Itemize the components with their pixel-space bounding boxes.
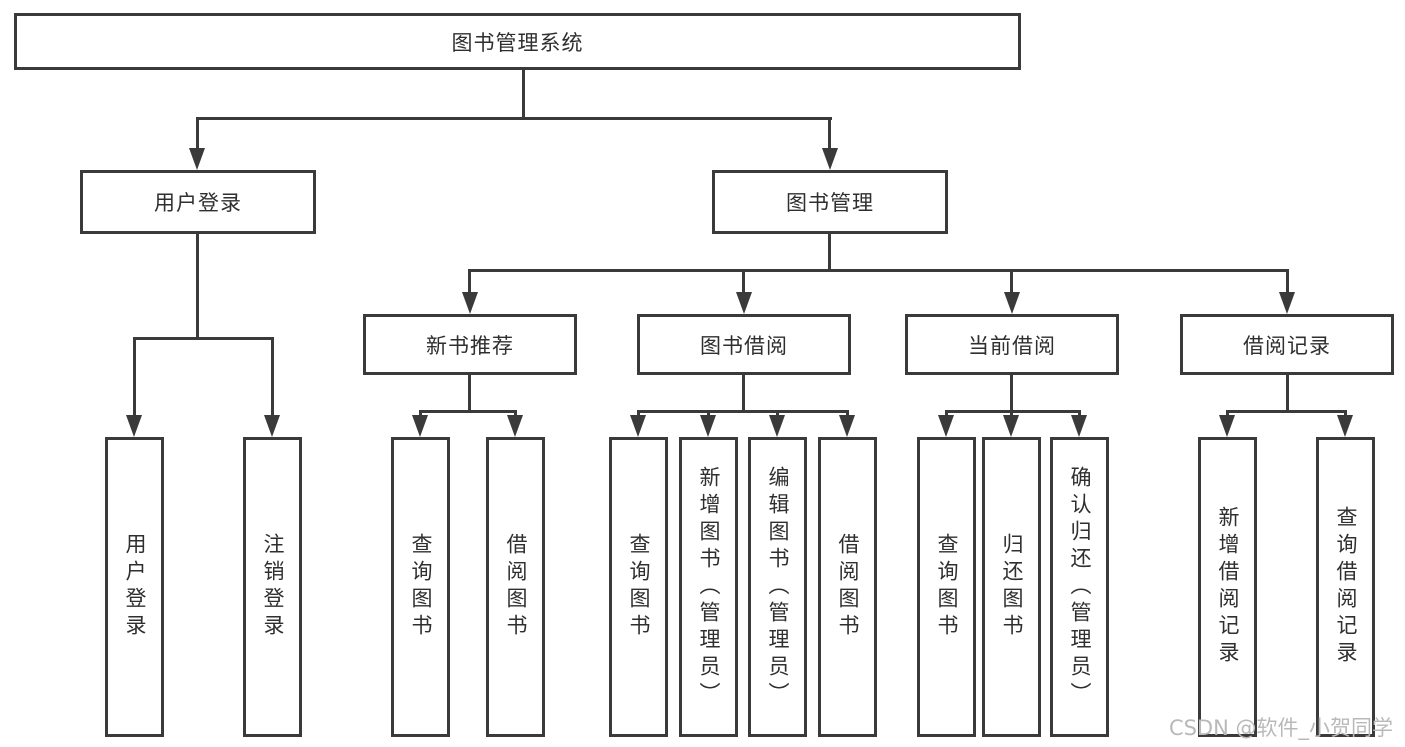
connector-record-stem [1286, 375, 1289, 413]
node-leaf-return-books-label: 归还图书 [1000, 533, 1024, 641]
node-leaf-add-books-admin: 新增图书（管理员） [679, 437, 738, 737]
node-leaf-query-borrow-record: 查询借阅记录 [1316, 437, 1375, 737]
connector-to-book-mgmt [828, 117, 831, 151]
node-book-borrow: 图书借阅 [637, 314, 851, 375]
node-book-management: 图书管理 [712, 170, 948, 234]
arrowhead-down [630, 415, 646, 437]
connector-borrow-child1 [637, 410, 640, 418]
connector-to-book-borrow [742, 269, 745, 295]
node-leaf-query-borrow-record-label: 查询借阅记录 [1334, 506, 1358, 668]
arrowhead-down [822, 148, 838, 170]
node-leaf-query-books-2-label: 查询图书 [627, 533, 651, 641]
csdn-watermark: CSDN @软件_小贺同学 [1168, 716, 1393, 740]
node-leaf-logout: 注销登录 [243, 437, 302, 737]
node-user-login-label: 用户登录 [154, 191, 242, 215]
connector-to-current-borrow [1010, 269, 1013, 295]
node-root-label: 图书管理系统 [451, 30, 584, 55]
connector-user-login-stem [196, 234, 199, 337]
node-leaf-user-login: 用户登录 [105, 437, 164, 737]
arrowhead-down [1279, 292, 1295, 314]
node-current-borrow: 当前借阅 [905, 314, 1119, 375]
connector-current-branch [945, 410, 1081, 413]
node-leaf-borrow-books-2: 借阅图书 [818, 437, 877, 737]
connector-borrow-child4 [846, 410, 849, 418]
node-new-book-recommend-label: 新书推荐 [426, 333, 514, 358]
connector-newbook-child2 [514, 410, 517, 418]
arrowhead-down [1003, 415, 1019, 437]
node-leaf-query-books-1-label: 查询图书 [409, 533, 433, 641]
arrowhead-down [189, 148, 205, 170]
node-leaf-edit-books-admin: 编辑图书（管理员） [748, 437, 807, 737]
node-leaf-user-login-label: 用户登录 [123, 533, 147, 641]
node-leaf-logout-label: 注销登录 [261, 533, 285, 641]
connector-root-stem [522, 70, 525, 120]
connector-newbook-child1 [419, 410, 422, 418]
connector-to-borrow-record [1286, 269, 1289, 295]
arrowhead-down [736, 292, 752, 314]
connector-current-child1 [945, 410, 948, 418]
node-leaf-add-borrow-record-label: 新增借阅记录 [1216, 506, 1240, 668]
connector-login-branch [133, 337, 274, 340]
node-borrow-record-label: 借阅记录 [1243, 333, 1331, 358]
node-book-borrow-label: 图书借阅 [700, 333, 788, 358]
node-leaf-query-books-2: 查询图书 [609, 437, 668, 737]
node-leaf-add-borrow-record: 新增借阅记录 [1198, 437, 1257, 737]
node-leaf-add-books-admin-label: 新增图书（管理员） [697, 465, 721, 709]
arrowhead-down [700, 415, 716, 437]
arrowhead-down [839, 415, 855, 437]
node-leaf-confirm-return-admin-label: 确认归还（管理员） [1068, 465, 1092, 709]
arrowhead-down [412, 415, 428, 437]
arrowhead-down [264, 415, 280, 437]
node-user-login: 用户登录 [80, 170, 316, 234]
connector-to-new-book [468, 269, 471, 295]
connector-to-user-login [196, 117, 199, 151]
node-leaf-borrow-books-2-label: 借阅图书 [836, 533, 860, 641]
node-leaf-query-books-3: 查询图书 [917, 437, 976, 737]
connector-borrow-branch [637, 410, 849, 413]
node-leaf-edit-books-admin-label: 编辑图书（管理员） [766, 465, 790, 709]
node-current-borrow-label: 当前借阅 [968, 333, 1056, 358]
node-leaf-query-books-1: 查询图书 [391, 437, 450, 737]
connector-record-child1 [1226, 410, 1229, 418]
node-leaf-borrow-books-1-label: 借阅图书 [504, 533, 528, 641]
node-book-management-label: 图书管理 [786, 191, 874, 215]
connector-current-child2 [1010, 410, 1013, 418]
arrowhead-down [1337, 415, 1353, 437]
connector-newbook-stem [468, 375, 471, 413]
node-leaf-confirm-return-admin: 确认归还（管理员） [1050, 437, 1109, 737]
node-leaf-query-books-3-label: 查询图书 [935, 533, 959, 641]
arrowhead-down [769, 415, 785, 437]
connector-level2-branch [196, 117, 832, 120]
arrowhead-down [1219, 415, 1235, 437]
node-leaf-return-books: 归还图书 [982, 437, 1041, 737]
connector-to-leaf-logout [271, 337, 274, 417]
connector-borrow-stem [742, 375, 745, 413]
connector-current-stem [1010, 375, 1013, 413]
arrowhead-down [1071, 415, 1087, 437]
connector-level3-branch [468, 269, 1289, 272]
connector-newbook-branch [419, 410, 517, 413]
connector-record-branch [1226, 410, 1347, 413]
arrowhead-down [462, 292, 478, 314]
node-root: 图书管理系统 [14, 13, 1021, 70]
connector-borrow-child3 [776, 410, 779, 418]
connector-record-child2 [1344, 410, 1347, 418]
connector-book-mgmt-stem [828, 234, 831, 272]
connector-borrow-child2 [707, 410, 710, 418]
arrowhead-down [938, 415, 954, 437]
connector-to-leaf-user-login [133, 337, 136, 417]
arrowhead-down [1004, 292, 1020, 314]
node-leaf-borrow-books-1: 借阅图书 [486, 437, 545, 737]
arrowhead-down [507, 415, 523, 437]
node-new-book-recommend: 新书推荐 [363, 314, 577, 375]
arrowhead-down [126, 415, 142, 437]
connector-current-child3 [1078, 410, 1081, 418]
node-borrow-record: 借阅记录 [1180, 314, 1394, 375]
